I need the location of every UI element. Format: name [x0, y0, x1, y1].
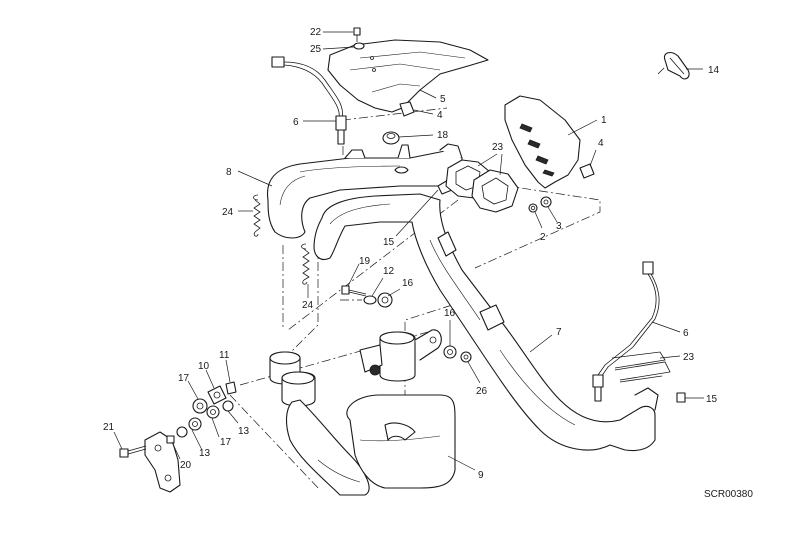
callout-4-upper: 4 [437, 110, 443, 121]
lambda-sensor-upper [271, 56, 347, 145]
callout-1: 1 [601, 115, 607, 126]
clamp-23-lower [611, 351, 671, 383]
callout-13-left: 13 [199, 448, 211, 459]
callout-23-upper: 23 [492, 142, 504, 153]
callout-26: 26 [476, 386, 488, 397]
washer-3 [540, 196, 552, 208]
callout-24-right: 24 [302, 300, 314, 311]
callout-8: 8 [226, 167, 232, 178]
bracket-hardware [119, 381, 237, 493]
collector-joint [359, 329, 442, 382]
callout-17-right: 17 [220, 437, 232, 448]
spring-24-right [301, 243, 310, 285]
silencer-muffler [269, 351, 456, 496]
callout-18: 18 [437, 130, 449, 141]
callout-23-lower: 23 [683, 352, 695, 363]
upper-heat-shield [327, 39, 489, 113]
callout-6-upper: 6 [293, 117, 299, 128]
callout-15-upper: 15 [383, 237, 395, 248]
callout-21: 21 [103, 422, 115, 433]
callout-6-lower: 6 [683, 328, 689, 339]
callout-11: 11 [219, 350, 230, 361]
washer-25 [353, 42, 365, 50]
callout-5: 5 [440, 94, 446, 105]
clamp-14 [657, 51, 690, 80]
callout-2: 2 [540, 232, 546, 243]
drawing-code: SCR00380 [704, 489, 753, 500]
nut-2 [528, 203, 538, 213]
callout-13-right: 13 [238, 426, 250, 437]
callout-14: 14 [708, 65, 720, 76]
clip-4-right [579, 163, 595, 179]
callout-25: 25 [310, 44, 322, 55]
bolt-19 [341, 285, 367, 297]
callout-3: 3 [556, 221, 562, 232]
callout-labels: 22 25 5 4 6 18 8 24 23 15 1 4 2 3 14 19 … [103, 27, 753, 500]
callout-24-left: 24 [222, 207, 234, 218]
spacer-12 [363, 295, 377, 305]
rear-header-pipe [313, 193, 659, 452]
callout-16-upper: 16 [402, 278, 414, 289]
grommet-16-upper [377, 292, 393, 308]
callout-19: 19 [359, 256, 371, 267]
callout-22: 22 [310, 27, 322, 38]
spring-24-left [253, 194, 261, 237]
rear-heat-shield [504, 95, 581, 189]
leader-lines [113, 31, 704, 471]
callout-10: 10 [198, 361, 210, 372]
grommet-18 [382, 131, 400, 145]
grommet-16-lower [443, 345, 457, 359]
bolt-15-lower [676, 392, 686, 403]
callout-7: 7 [556, 327, 562, 338]
callout-16-lower: 16 [444, 308, 456, 319]
flange-gasket-23 [445, 159, 519, 213]
lambda-sensor-lower [592, 261, 660, 402]
washer-26 [460, 351, 472, 363]
callout-12: 12 [383, 266, 395, 277]
callout-15-lower: 15 [706, 394, 718, 405]
front-header-pipe [266, 143, 463, 239]
callout-9: 9 [478, 470, 484, 481]
callout-17-left: 17 [178, 373, 190, 384]
callout-20: 20 [180, 460, 192, 471]
screw-22 [353, 27, 361, 42]
callout-4-right: 4 [598, 138, 604, 149]
clip-4-upper [399, 101, 415, 117]
